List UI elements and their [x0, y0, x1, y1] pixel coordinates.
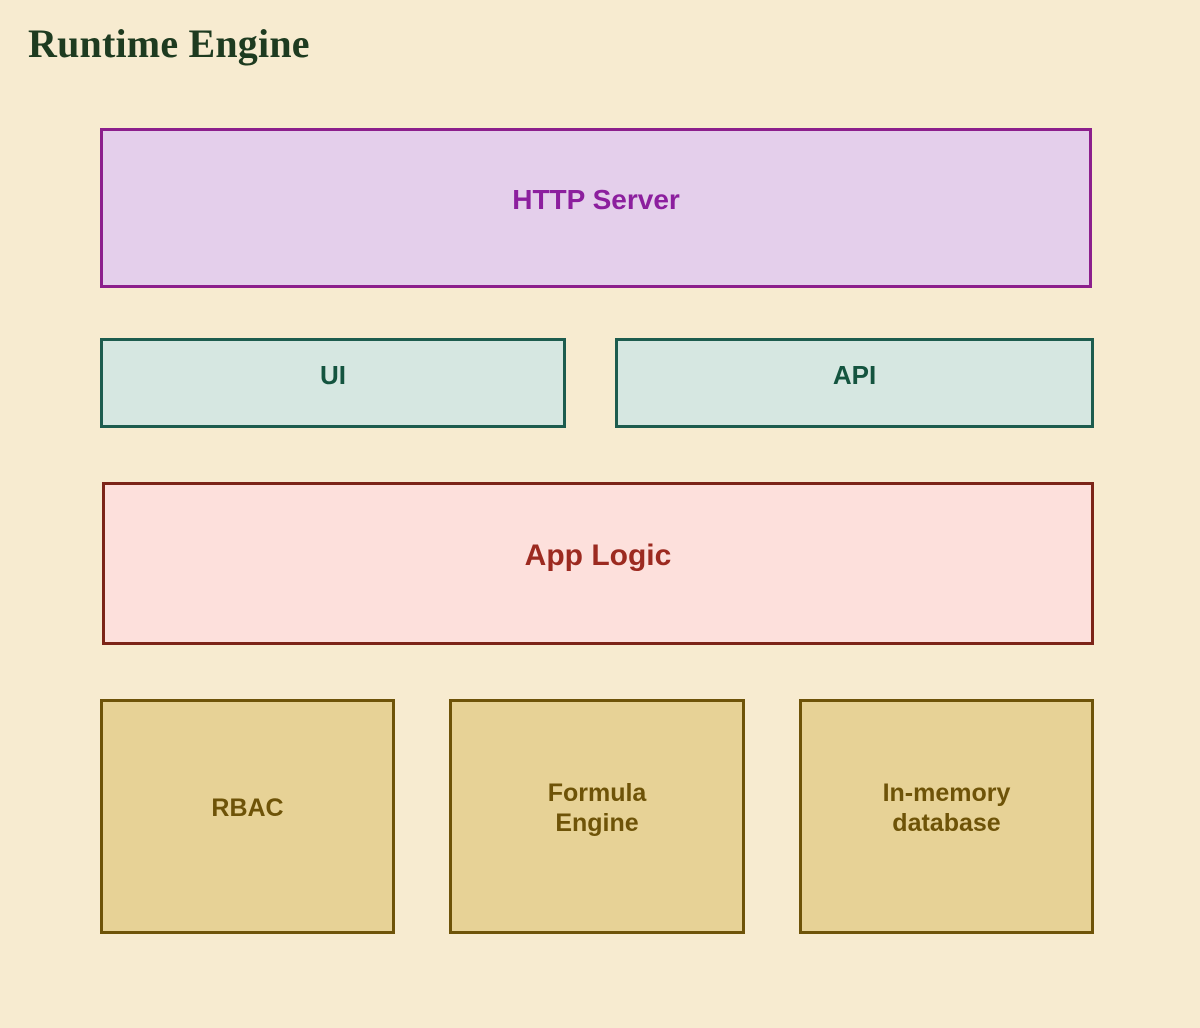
- page-title: Runtime Engine: [28, 21, 310, 66]
- node-api[interactable]: API: [615, 338, 1094, 428]
- node-label-api: API: [832, 359, 877, 390]
- node-http-server[interactable]: HTTP Server: [100, 128, 1092, 288]
- node-ui[interactable]: UI: [100, 338, 566, 428]
- node-label-app-logic: App Logic: [524, 538, 672, 572]
- node-rbac[interactable]: RBAC: [100, 699, 395, 934]
- node-label-formula-engine: Formula Engine: [547, 779, 647, 837]
- node-label-ui: UI: [320, 359, 346, 390]
- node-label-in-memory-database: In-memory database: [882, 779, 1011, 837]
- node-label-http-server: HTTP Server: [512, 184, 680, 216]
- node-in-memory-database[interactable]: In-memory database: [799, 699, 1094, 934]
- node-label-rbac: RBAC: [211, 793, 284, 822]
- node-app-logic[interactable]: App Logic: [102, 482, 1094, 645]
- node-formula-engine[interactable]: Formula Engine: [449, 699, 745, 934]
